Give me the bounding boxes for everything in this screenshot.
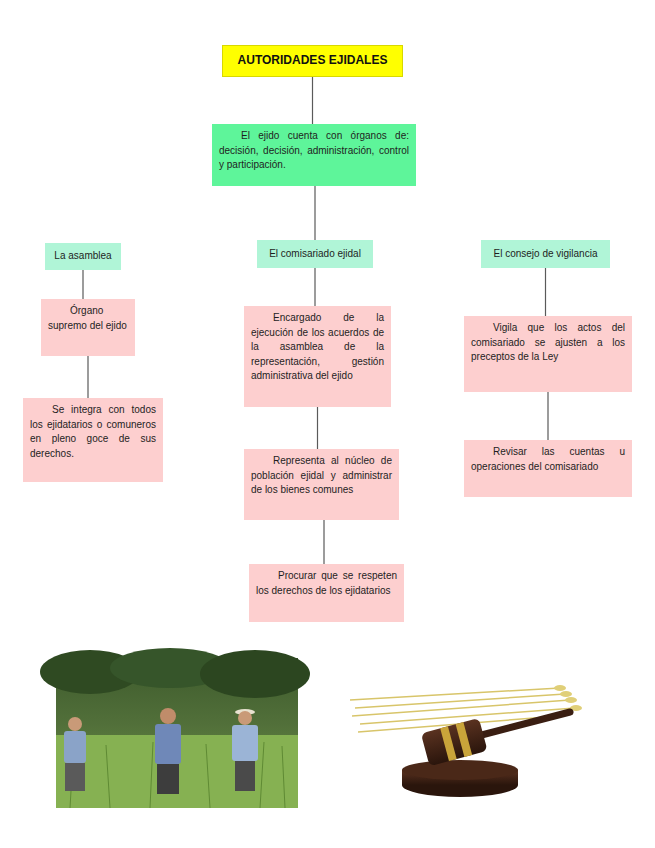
person-figure <box>232 709 258 791</box>
node-text: Órgano supremo del ejido <box>48 304 128 333</box>
connector-line <box>323 520 324 564</box>
connector-line <box>312 77 313 124</box>
summary-box: El ejido cuenta con órganos de: decisión… <box>212 124 416 186</box>
node-text: Procurar que se respeten los derechos de… <box>256 569 397 598</box>
detail-box: Revisar las cuentas u operaciones del co… <box>464 440 632 497</box>
node-text: Encargado de la ejecución de los acuerdo… <box>251 311 384 384</box>
node-text: Vigila que los actos del comisariado se … <box>471 321 625 365</box>
connector-line <box>547 392 548 440</box>
organ-header: La asamblea <box>45 243 121 270</box>
detail-box: Vigila que los actos del comisariado se … <box>464 316 632 392</box>
node-text: El consejo de vigilancia <box>494 247 598 262</box>
node-text: La asamblea <box>54 249 111 264</box>
detail-box: Representa al núcleo de población ejidal… <box>244 449 399 520</box>
connector-line <box>87 356 88 398</box>
organ-header: El comisariado ejidal <box>257 240 373 268</box>
person-figure <box>155 708 181 794</box>
node-text: Revisar las cuentas u operaciones del co… <box>471 445 625 474</box>
connector-line <box>317 407 318 449</box>
node-text: Se integra con todos los ejidatarios o c… <box>30 403 156 461</box>
field-photo <box>40 648 310 808</box>
person-figure <box>64 717 86 791</box>
organ-header: El consejo de vigilancia <box>481 240 610 268</box>
connector-line <box>314 186 315 240</box>
connector-line <box>82 270 83 299</box>
connector-line <box>545 268 546 316</box>
detail-box: Se integra con todos los ejidatarios o c… <box>23 398 163 482</box>
node-text: AUTORIDADES EJIDALES <box>238 52 388 69</box>
connector-line <box>314 268 315 306</box>
detail-box: Órgano supremo del ejido <box>41 299 135 356</box>
title-box: AUTORIDADES EJIDALES <box>222 45 403 77</box>
gavel-photo <box>345 678 585 800</box>
detail-box: Procurar que se respeten los derechos de… <box>249 564 404 622</box>
node-text: El comisariado ejidal <box>269 247 361 262</box>
node-text: El ejido cuenta con órganos de: decisión… <box>219 129 409 173</box>
detail-box: Encargado de la ejecución de los acuerdo… <box>244 306 391 407</box>
node-text: Representa al núcleo de población ejidal… <box>251 454 392 498</box>
